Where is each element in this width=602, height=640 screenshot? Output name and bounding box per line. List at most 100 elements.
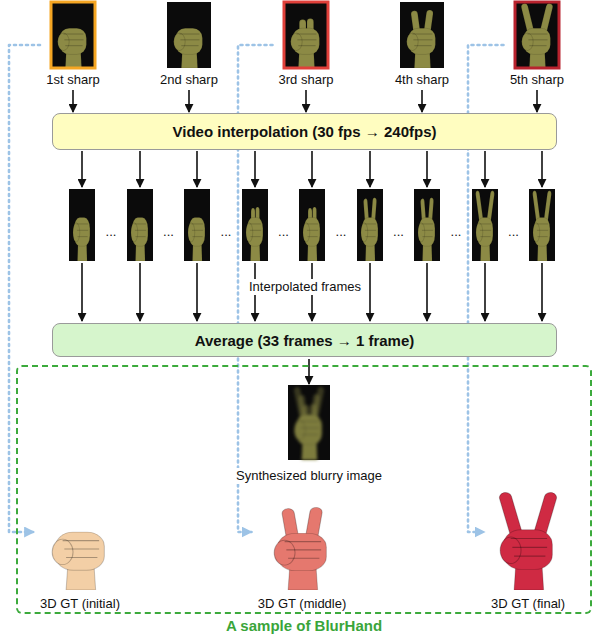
- sample-frame: A sample of BlurHandSynthesized blurry i…: [16, 365, 592, 614]
- blurry-image: Synthesized blurry image: [231, 385, 387, 484]
- ellipsis-mark: ...: [449, 224, 464, 240]
- photo-ground: [357, 189, 383, 261]
- flow-arrow: [139, 151, 141, 187]
- process-box: Average (33 frames → 1 frame): [52, 323, 557, 357]
- hand-photo: [246, 207, 263, 261]
- split-arrows: [82, 151, 542, 187]
- highlight-border: [51, 2, 95, 68]
- hand-mesh: [274, 507, 326, 590]
- hand-photo: [303, 207, 320, 261]
- blurred-hand: [293, 386, 324, 460]
- hand-photo: [418, 197, 435, 261]
- node-caption: 3D GT (final): [489, 596, 567, 612]
- flow-arrow: [81, 263, 83, 321]
- flow-arrow: [72, 90, 74, 112]
- flow-arrow: [541, 151, 543, 187]
- flow-arrow: [254, 151, 256, 187]
- ellipsis-mark: ...: [391, 224, 406, 240]
- node-caption: 3rd sharp: [277, 72, 336, 88]
- ellipsis-mark: ...: [104, 224, 119, 240]
- photo-ground: [69, 189, 95, 261]
- node-caption: 4th sharp: [393, 72, 451, 88]
- flow-arrow: [369, 151, 371, 187]
- hand-photo: [521, 3, 554, 68]
- node-caption: 3D GT (middle): [256, 596, 349, 612]
- photo-ground: [51, 2, 95, 68]
- photo-ground: [184, 189, 210, 261]
- flow-arrow: [81, 151, 83, 187]
- sharp-frames: [51, 2, 559, 68]
- photo-ground: [242, 189, 268, 261]
- sharp-frame: 3rd sharp: [274, 0, 339, 88]
- mesh-result: 3D GT (final): [486, 492, 571, 612]
- node-caption: 5th sharp: [508, 72, 566, 88]
- hand-photo: [532, 190, 551, 261]
- ellipsis-mark: ...: [219, 224, 234, 240]
- node-caption: 1st sharp: [44, 72, 101, 88]
- flow-arrow: [196, 151, 198, 187]
- flow-arrow: [369, 263, 371, 321]
- sharp-frame: 2nd sharp: [155, 0, 223, 88]
- box-title: Video interpolation (30 fps → 240fps): [173, 123, 437, 140]
- photo-ground: [529, 189, 555, 261]
- sharp-frame: 4th sharp: [390, 0, 455, 88]
- photo-ground: [400, 2, 444, 68]
- flow-arrow: [536, 90, 538, 112]
- hand-photo: [293, 386, 324, 460]
- flow-arrow: [196, 263, 198, 321]
- dotted-arrow: [9, 45, 40, 532]
- flow-arrow: [426, 151, 428, 187]
- flow-arrow: [308, 359, 310, 384]
- photo-ground: [288, 385, 330, 460]
- hand-photo: [188, 218, 205, 261]
- box-title: Average (33 frames → 1 frame): [195, 332, 415, 349]
- hand-photo: [291, 19, 320, 69]
- process-box: Video interpolation (30 fps → 240fps): [52, 113, 557, 150]
- photo-ground: [515, 2, 559, 68]
- photo-ground: [299, 189, 325, 261]
- ellipsis-mark: ...: [334, 224, 349, 240]
- flow-arrow: [139, 263, 141, 321]
- caption-label: Interpolated frames: [247, 279, 363, 295]
- photo-ground: [127, 189, 153, 261]
- ellipsis-mark: ...: [506, 224, 521, 240]
- hand-photo: [73, 218, 90, 261]
- hand-photo: [361, 197, 378, 261]
- photo-ground: [167, 2, 211, 68]
- node-caption: A sample of BlurHand: [18, 617, 590, 634]
- flow-arrow: [421, 90, 423, 112]
- merge-arrows: [82, 263, 542, 321]
- photo-ground: [472, 189, 498, 261]
- highlight-border: [284, 2, 328, 68]
- hand-photo: [174, 28, 203, 68]
- photo-ground: [414, 189, 440, 261]
- flow-arrow: [426, 263, 428, 321]
- mesh-result: 3D GT (middle): [253, 492, 352, 612]
- flow-arrow: [484, 263, 486, 321]
- interpolated-frames: [69, 189, 555, 261]
- flow-arrow: [311, 151, 313, 187]
- hand-photo: [475, 190, 494, 261]
- blurry-photo: [288, 385, 330, 460]
- flow-arrow: [484, 151, 486, 187]
- hand-mesh: [498, 491, 558, 590]
- ellipsis-mark: ...: [276, 224, 291, 240]
- sharp-frame: 1st sharp: [41, 0, 105, 88]
- hand-photo: [407, 10, 436, 68]
- hand-photo: [58, 28, 87, 68]
- ellipsis-mark: ...: [161, 224, 176, 240]
- mesh-result: 3D GT (initial): [35, 492, 125, 612]
- flow-arrow: [188, 90, 190, 112]
- highlight-border: [515, 2, 559, 68]
- hand-photo: [131, 218, 148, 261]
- flow-arrow: [541, 263, 543, 321]
- flow-arrow: [305, 90, 307, 112]
- sharp-frame: 5th sharp: [505, 0, 570, 88]
- node-caption: Synthesized blurry image: [234, 468, 384, 484]
- photo-ground: [284, 2, 328, 68]
- node-caption: 3D GT (initial): [38, 596, 122, 612]
- hand-mesh: [52, 532, 104, 590]
- node-caption: 2nd sharp: [158, 72, 220, 88]
